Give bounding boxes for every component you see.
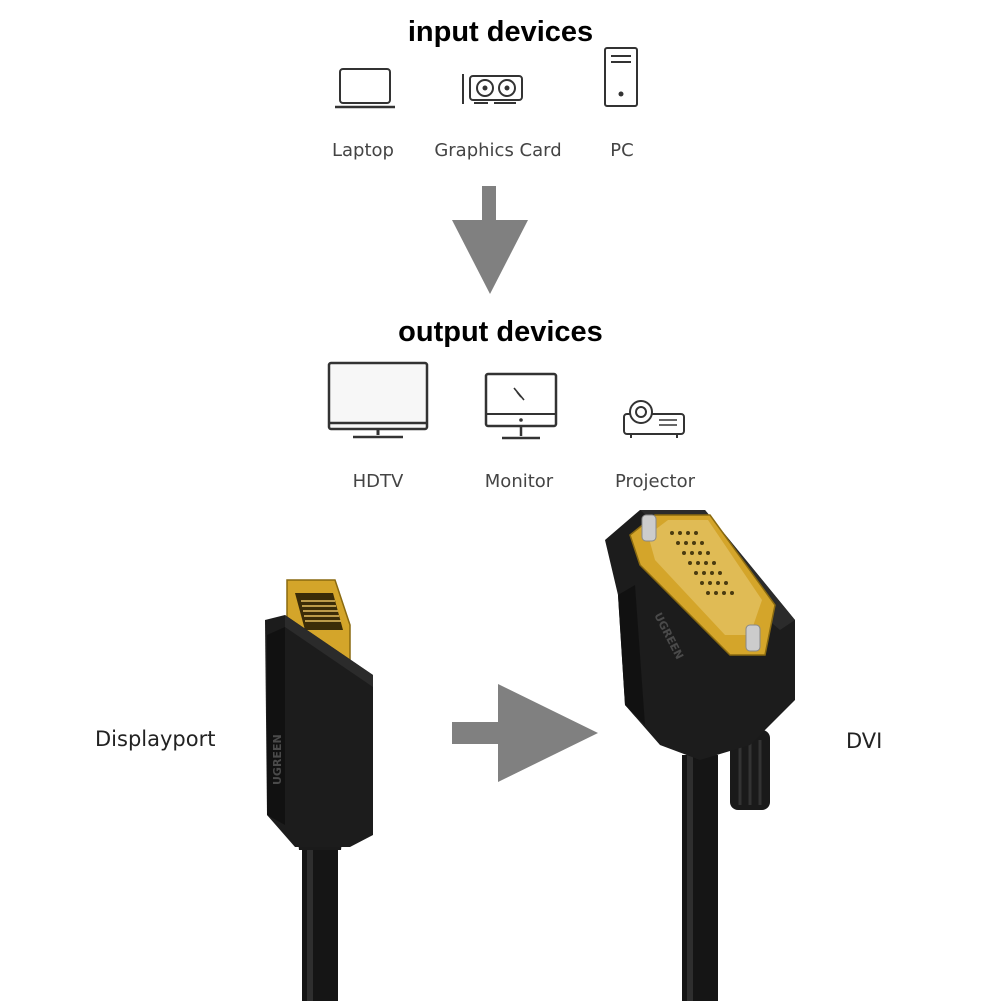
- device-label-hdtv: HDTV: [352, 471, 404, 492]
- brand-text-dp: UGREEN: [271, 734, 284, 785]
- device-label-laptop: Laptop: [332, 140, 394, 161]
- projector-icon: [623, 400, 685, 438]
- graphics-card-icon: [462, 74, 523, 104]
- dvi-connector-icon: UGREEN: [605, 510, 795, 1001]
- device-label-monitor: Monitor: [484, 471, 554, 492]
- monitor-icon: [484, 372, 558, 440]
- device-label-pc: PC: [610, 140, 634, 161]
- output-devices-heading: output devices: [398, 316, 603, 348]
- input-devices-heading: input devices: [407, 16, 594, 48]
- laptop-icon: [335, 68, 395, 109]
- hdtv-icon: [327, 361, 429, 439]
- down-arrow-icon: [452, 186, 528, 294]
- device-label-graphics-card: Graphics Card: [434, 140, 562, 161]
- dvi-label: DVI: [846, 729, 883, 753]
- right-arrow-icon: [452, 684, 598, 782]
- displayport-label: Displayport: [95, 727, 216, 751]
- pc-tower-icon: [604, 47, 638, 107]
- device-label-projector: Projector: [615, 471, 695, 492]
- displayport-connector-icon: UGREEN: [265, 579, 373, 1001]
